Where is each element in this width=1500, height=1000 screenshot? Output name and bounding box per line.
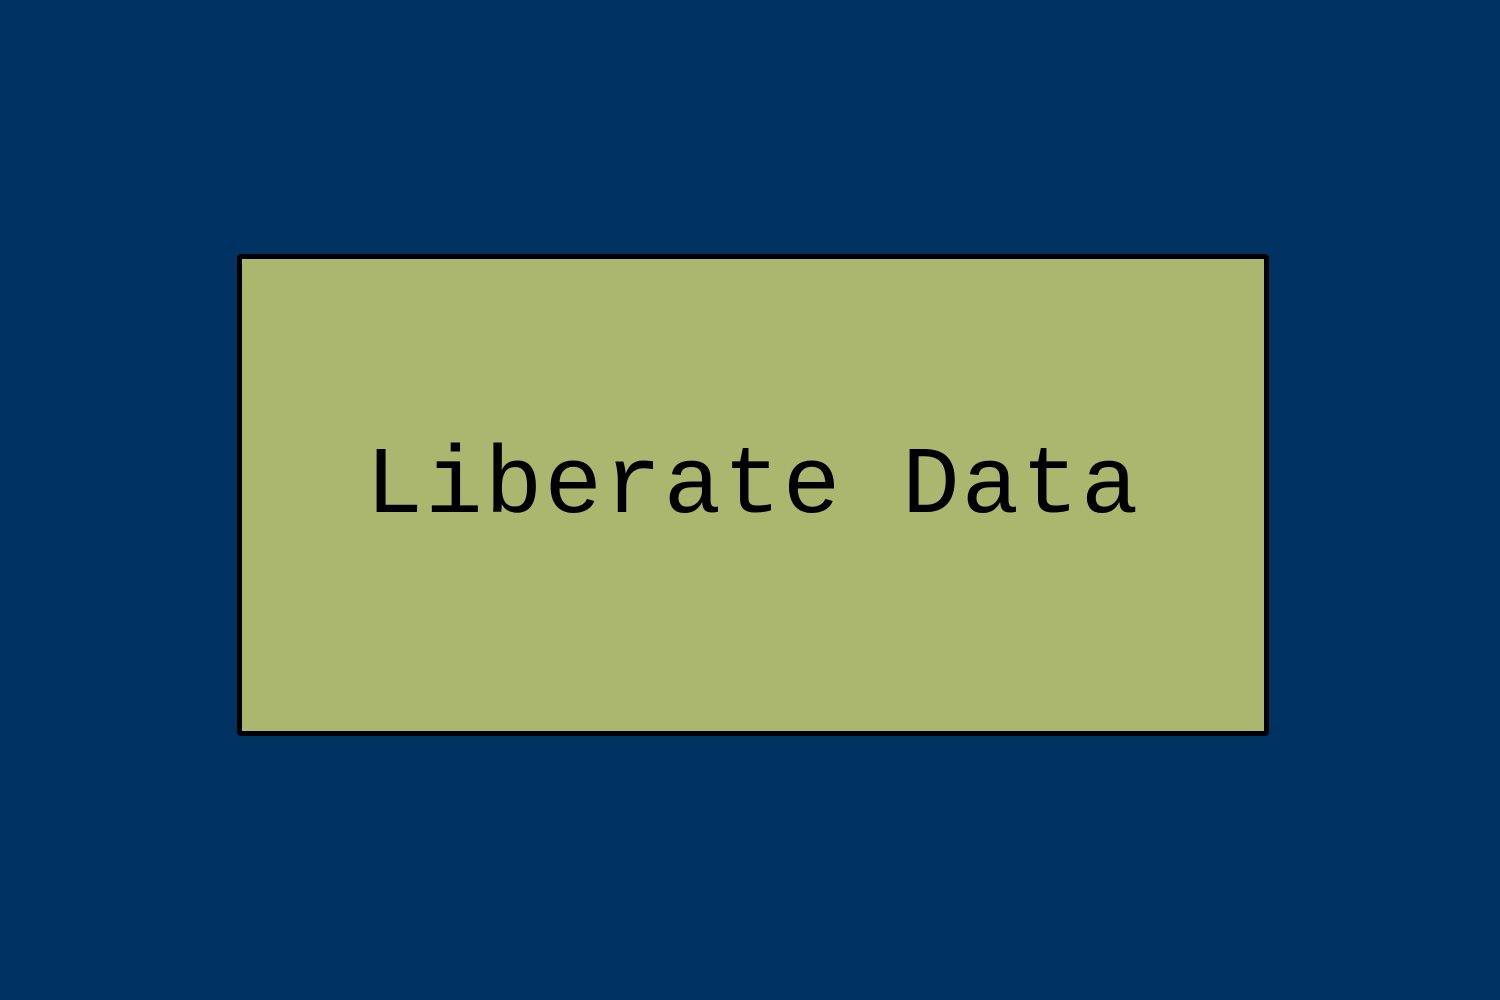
- label-box: Liberate Data: [237, 254, 1269, 736]
- box-label: Liberate Data: [365, 432, 1141, 541]
